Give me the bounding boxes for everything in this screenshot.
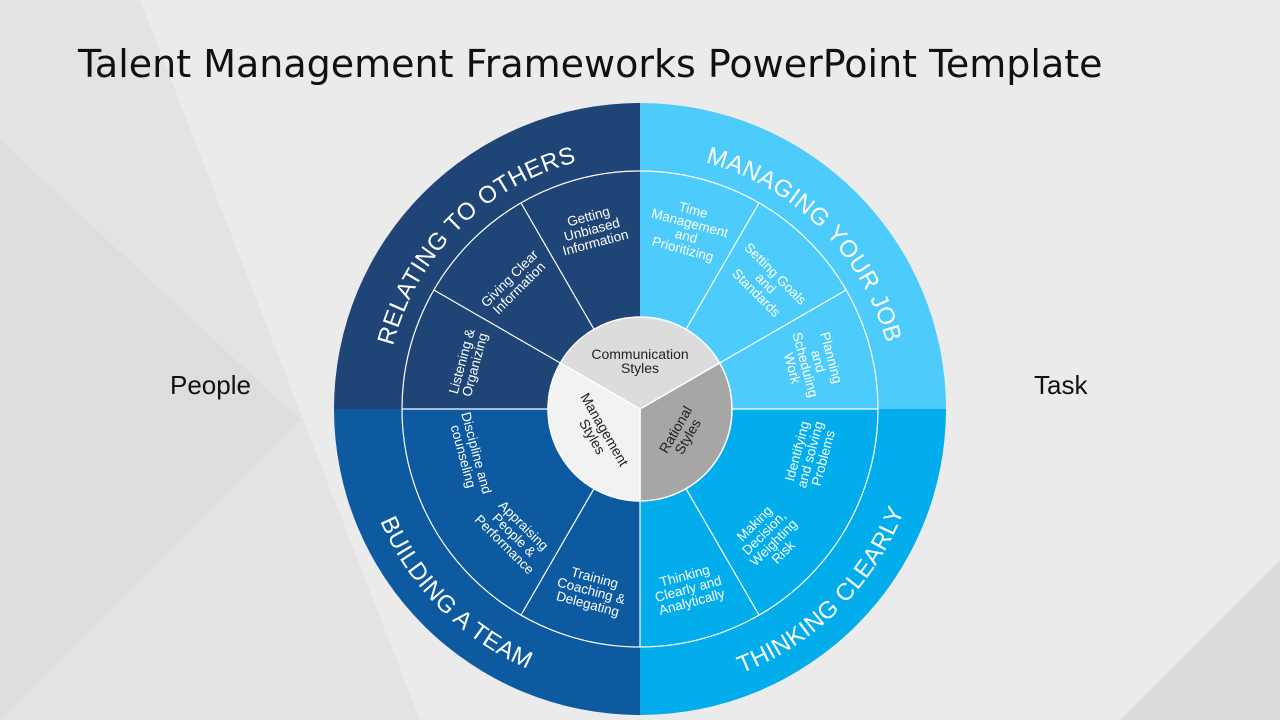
people-label: People: [170, 370, 251, 400]
segment-divider: [520, 202, 595, 330]
segment-divider: [719, 289, 847, 364]
segment-label-training-coaching-delegating: TrainingCoaching &Delegating: [552, 561, 630, 620]
segment-divider: [433, 289, 561, 364]
segment-divider: [520, 488, 595, 616]
center-segment-communication-styles: [559, 316, 721, 410]
quadrant-managing-your-job: [640, 103, 946, 409]
segment-divider: [685, 488, 760, 616]
task-label: Task: [1034, 370, 1088, 400]
segment-label-getting-unbiased-information: GettingUnbiasedInformation: [554, 201, 630, 259]
center-segment-rational-styles: [639, 361, 733, 502]
quadrant-relating-to-others: [334, 103, 640, 409]
slide-title: Talent Management Frameworks PowerPoint …: [78, 42, 1103, 86]
quadrant-building-a-team: [334, 409, 640, 715]
segment-divider: [685, 202, 760, 330]
center-segment-management-styles: [547, 361, 641, 502]
quadrant-thinking-clearly: [640, 409, 946, 715]
